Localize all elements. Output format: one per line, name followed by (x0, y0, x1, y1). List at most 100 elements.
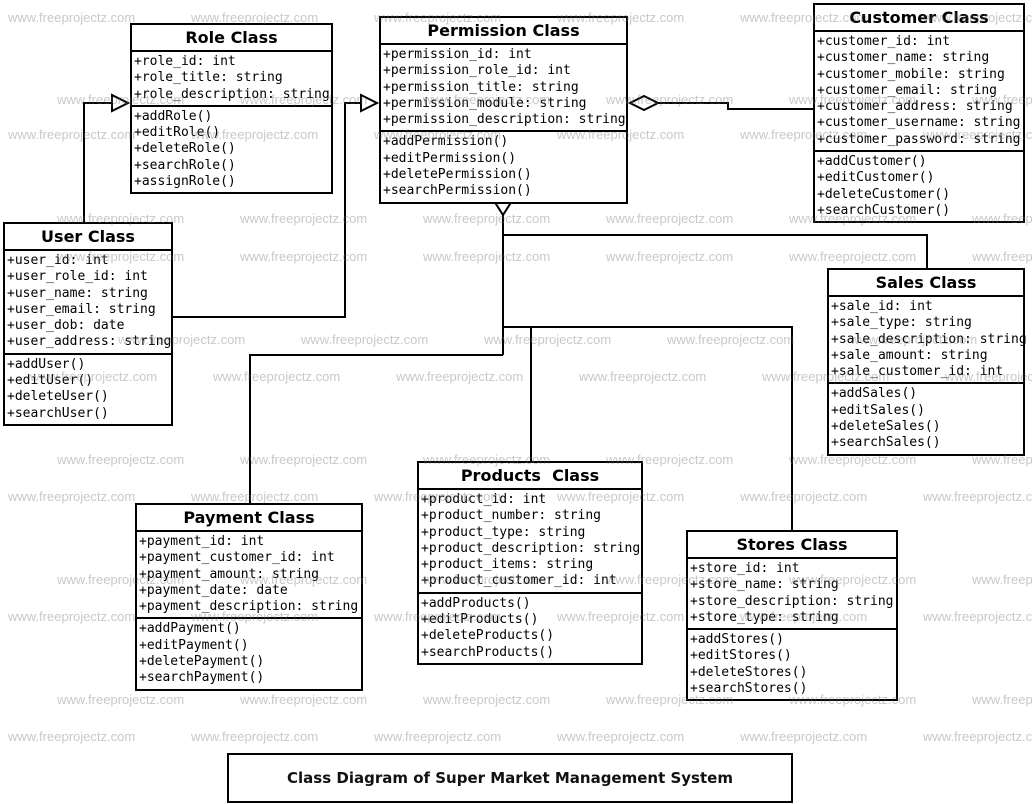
member-line: +assignRole() (134, 174, 236, 190)
member-line: +addStores() (690, 632, 784, 648)
member-line: +user_id: int (7, 253, 109, 268)
class-attributes-role: +role_id: int+role_title: string+role_de… (132, 52, 331, 107)
edge-to-sales (503, 234, 928, 268)
member-line: +role_title: string (134, 70, 283, 86)
member-line: +product_items: string (421, 557, 594, 573)
member-line: +store_description: string (690, 593, 894, 609)
member-line: +deletePermission() (383, 167, 532, 183)
member-line: +customer_name: string (817, 50, 990, 66)
member-line: +payment_id: int (139, 534, 265, 549)
edge-to-payment (249, 354, 503, 503)
member-line: +product_type: string (421, 524, 586, 540)
class-title-user: User Class (5, 224, 171, 251)
class-title-payment: Payment Class (137, 505, 361, 532)
edge-customer-permission-aggregation (627, 94, 813, 112)
class-box-permission: Permission Class +permission_id: int+per… (379, 16, 628, 204)
member-line: +user_email: string (7, 301, 156, 317)
member-line: +sale_amount: string (831, 347, 988, 363)
class-methods-customer: +addCustomer()+editCustomer()+deleteCust… (815, 152, 1023, 221)
member-line: +payment_amount: string (139, 566, 320, 582)
member-line: +editStores() (690, 648, 792, 664)
diagram-title-box: Class Diagram of Super Market Management… (227, 753, 793, 803)
member-line: +role_description: string (134, 86, 330, 102)
member-line: +searchCustomer() (817, 202, 951, 218)
member-line: +searchPayment() (139, 670, 265, 686)
class-methods-stores: +addStores()+editStores()+deleteStores()… (688, 630, 896, 699)
member-line: +addRole() (134, 108, 213, 124)
member-line: +searchSales() (831, 435, 941, 451)
class-title-products: Products Class (419, 463, 641, 490)
member-line: +editPayment() (139, 637, 249, 653)
member-line: +payment_customer_id: int (139, 550, 335, 566)
member-line: +user_dob: date (7, 318, 125, 334)
member-line: +editCustomer() (817, 170, 935, 186)
member-line: +editPermission() (383, 150, 517, 166)
class-box-payment: Payment Class +payment_id: int+payment_c… (135, 503, 363, 691)
edge-to-stores (503, 326, 793, 530)
class-methods-sales: +addSales()+editSales()+deleteSales()+se… (829, 384, 1023, 453)
member-line: +user_role_id: int (7, 269, 148, 285)
class-attributes-customer: +customer_id: int+customer_name: string+… (815, 32, 1023, 153)
member-line: +product_number: string (421, 508, 602, 524)
member-line: +role_id: int (134, 54, 236, 69)
class-box-customer: Customer Class +customer_id: int+custome… (813, 3, 1025, 224)
class-methods-role: +addRole()+editRole()+deleteRole()+searc… (132, 107, 331, 192)
member-line: +product_id: int (421, 492, 547, 507)
member-line: +payment_description: string (139, 599, 359, 615)
member-line: +deleteUser() (7, 389, 109, 405)
class-attributes-sales: +sale_id: int+sale_type: string+sale_des… (829, 297, 1027, 385)
class-methods-payment: +addPayment()+editPayment()+deletePaymen… (137, 619, 361, 688)
member-line: +addSales() (831, 386, 918, 402)
class-box-sales: Sales Class +sale_id: int+sale_type: str… (827, 268, 1027, 456)
member-line: +searchStores() (690, 681, 808, 697)
member-line: +editUser() (7, 373, 94, 389)
class-box-role: Role Class +role_id: int+role_title: str… (130, 23, 333, 195)
member-line: +customer_mobile: string (817, 66, 1005, 82)
class-attributes-products: +product_id: int+product_number: string+… (419, 490, 641, 594)
member-line: +customer_username: string (817, 115, 1021, 131)
member-line: +product_description: string (421, 540, 641, 556)
class-title-stores: Stores Class (688, 532, 896, 559)
member-line: +deleteSales() (831, 419, 941, 435)
member-line: +editRole() (134, 125, 221, 141)
class-box-products: Products Class +product_id: int+product_… (417, 461, 643, 665)
member-line: +searchPermission() (383, 183, 532, 199)
member-line: +editProducts() (421, 612, 539, 628)
member-line: +permission_module: string (383, 95, 587, 111)
member-line: +customer_password: string (817, 131, 1021, 147)
member-line: +store_name: string (690, 577, 839, 593)
member-line: +addPermission() (383, 134, 509, 150)
member-line: +editSales() (831, 402, 925, 418)
member-line: +searchRole() (134, 157, 236, 173)
member-line: +permission_id: int (383, 47, 532, 62)
member-line: +customer_email: string (817, 82, 998, 98)
member-line: +deletePayment() (139, 654, 265, 670)
member-line: +sale_id: int (831, 299, 933, 314)
member-line: +deleteProducts() (421, 628, 555, 644)
member-line: +permission_role_id: int (383, 63, 571, 79)
member-line: +user_address: string (7, 334, 172, 350)
member-line: +store_id: int (690, 561, 800, 576)
member-line: +addCustomer() (817, 154, 927, 170)
member-line: +deleteCustomer() (817, 186, 951, 202)
member-line: +deleteStores() (690, 664, 808, 680)
class-title-customer: Customer Class (815, 5, 1023, 32)
member-line: +payment_date: date (139, 582, 288, 598)
member-line: +searchUser() (7, 405, 109, 421)
member-line: +deleteRole() (134, 141, 236, 157)
member-line: +sale_description: string (831, 331, 1027, 347)
member-line: +sale_customer_id: int (831, 364, 1004, 380)
class-methods-permission: +addPermission()+editPermission()+delete… (381, 132, 626, 201)
member-line: +addPayment() (139, 621, 241, 637)
member-line: +customer_id: int (817, 34, 951, 49)
edge-user-permission-generalization (173, 93, 380, 318)
member-line: +customer_address: string (817, 99, 1013, 115)
class-box-stores: Stores Class +store_id: int+store_name: … (686, 530, 898, 702)
edge-user-role-generalization (83, 93, 131, 222)
class-attributes-permission: +permission_id: int+permission_role_id: … (381, 45, 626, 133)
member-line: +searchProducts() (421, 644, 555, 660)
class-title-permission: Permission Class (381, 18, 626, 45)
class-box-user: User Class +user_id: int+user_role_id: i… (3, 222, 173, 426)
class-methods-products: +addProducts()+editProducts()+deleteProd… (419, 594, 641, 663)
member-line: +addProducts() (421, 595, 531, 611)
